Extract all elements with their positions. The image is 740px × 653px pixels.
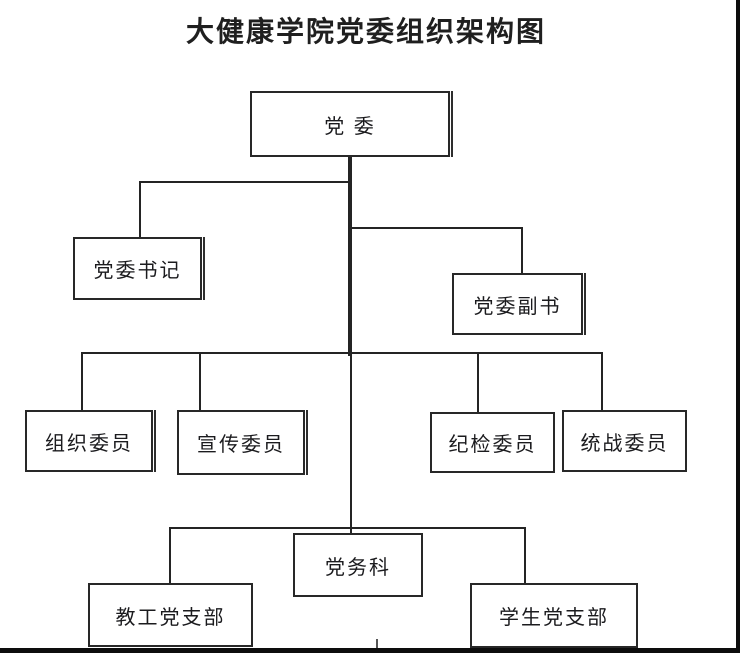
connector-secretary-horizontal [139, 181, 352, 183]
org-node-united-front-member: 统战委员 [562, 410, 687, 472]
connector-faculty-drop [169, 527, 171, 585]
org-node-label: 党 委 [324, 115, 376, 138]
connector-publicity-drop [199, 352, 201, 410]
org-node-publicity-member: 宣传委员 [177, 410, 308, 475]
connector-deputy-drop [521, 227, 523, 273]
connector-deputy-horizontal [351, 227, 523, 229]
org-node-faculty-party-branch: 教工党支部 [88, 583, 253, 647]
org-node-label: 学生党支部 [499, 607, 609, 629]
connector-discipline-drop [477, 352, 479, 412]
connector-level4-horizontal [169, 527, 526, 529]
connector-trunk-lower [350, 356, 352, 533]
connector-trunk-upper [348, 157, 352, 356]
org-node-label: 党务科 [325, 556, 391, 579]
org-node-label: 统战委员 [580, 432, 669, 455]
org-node-party-committee: 党 委 [250, 91, 453, 157]
org-node-label: 教工党支部 [115, 606, 226, 629]
connector-united-front-drop [601, 352, 603, 410]
org-node-label: 宣传委员 [197, 434, 285, 456]
org-node-party-secretary: 党委书记 [73, 237, 205, 300]
connector-student-drop [524, 527, 526, 583]
org-node-label: 纪检委员 [448, 434, 537, 456]
page-edge-bottom [0, 648, 740, 653]
connector-secretary-drop [139, 181, 141, 237]
scan-mark-stub [376, 639, 378, 648]
org-node-label: 党委书记 [93, 260, 182, 282]
diagram-title: 大健康学院党委组织架构图 [185, 16, 546, 47]
org-node-organization-member: 组织委员 [25, 410, 156, 472]
org-node-party-affairs-office: 党务科 [293, 533, 423, 597]
org-node-label: 党委副书 [473, 295, 562, 318]
connector-organization-drop [81, 352, 83, 410]
org-node-discipline-member: 纪检委员 [430, 412, 555, 473]
org-node-label: 组织委员 [45, 432, 133, 455]
page-edge-right [736, 0, 740, 653]
connector-level3-horizontal [81, 352, 603, 354]
org-node-student-party-branch: 学生党支部 [470, 583, 638, 648]
org-node-deputy-secretary: 党委副书 [452, 273, 586, 335]
